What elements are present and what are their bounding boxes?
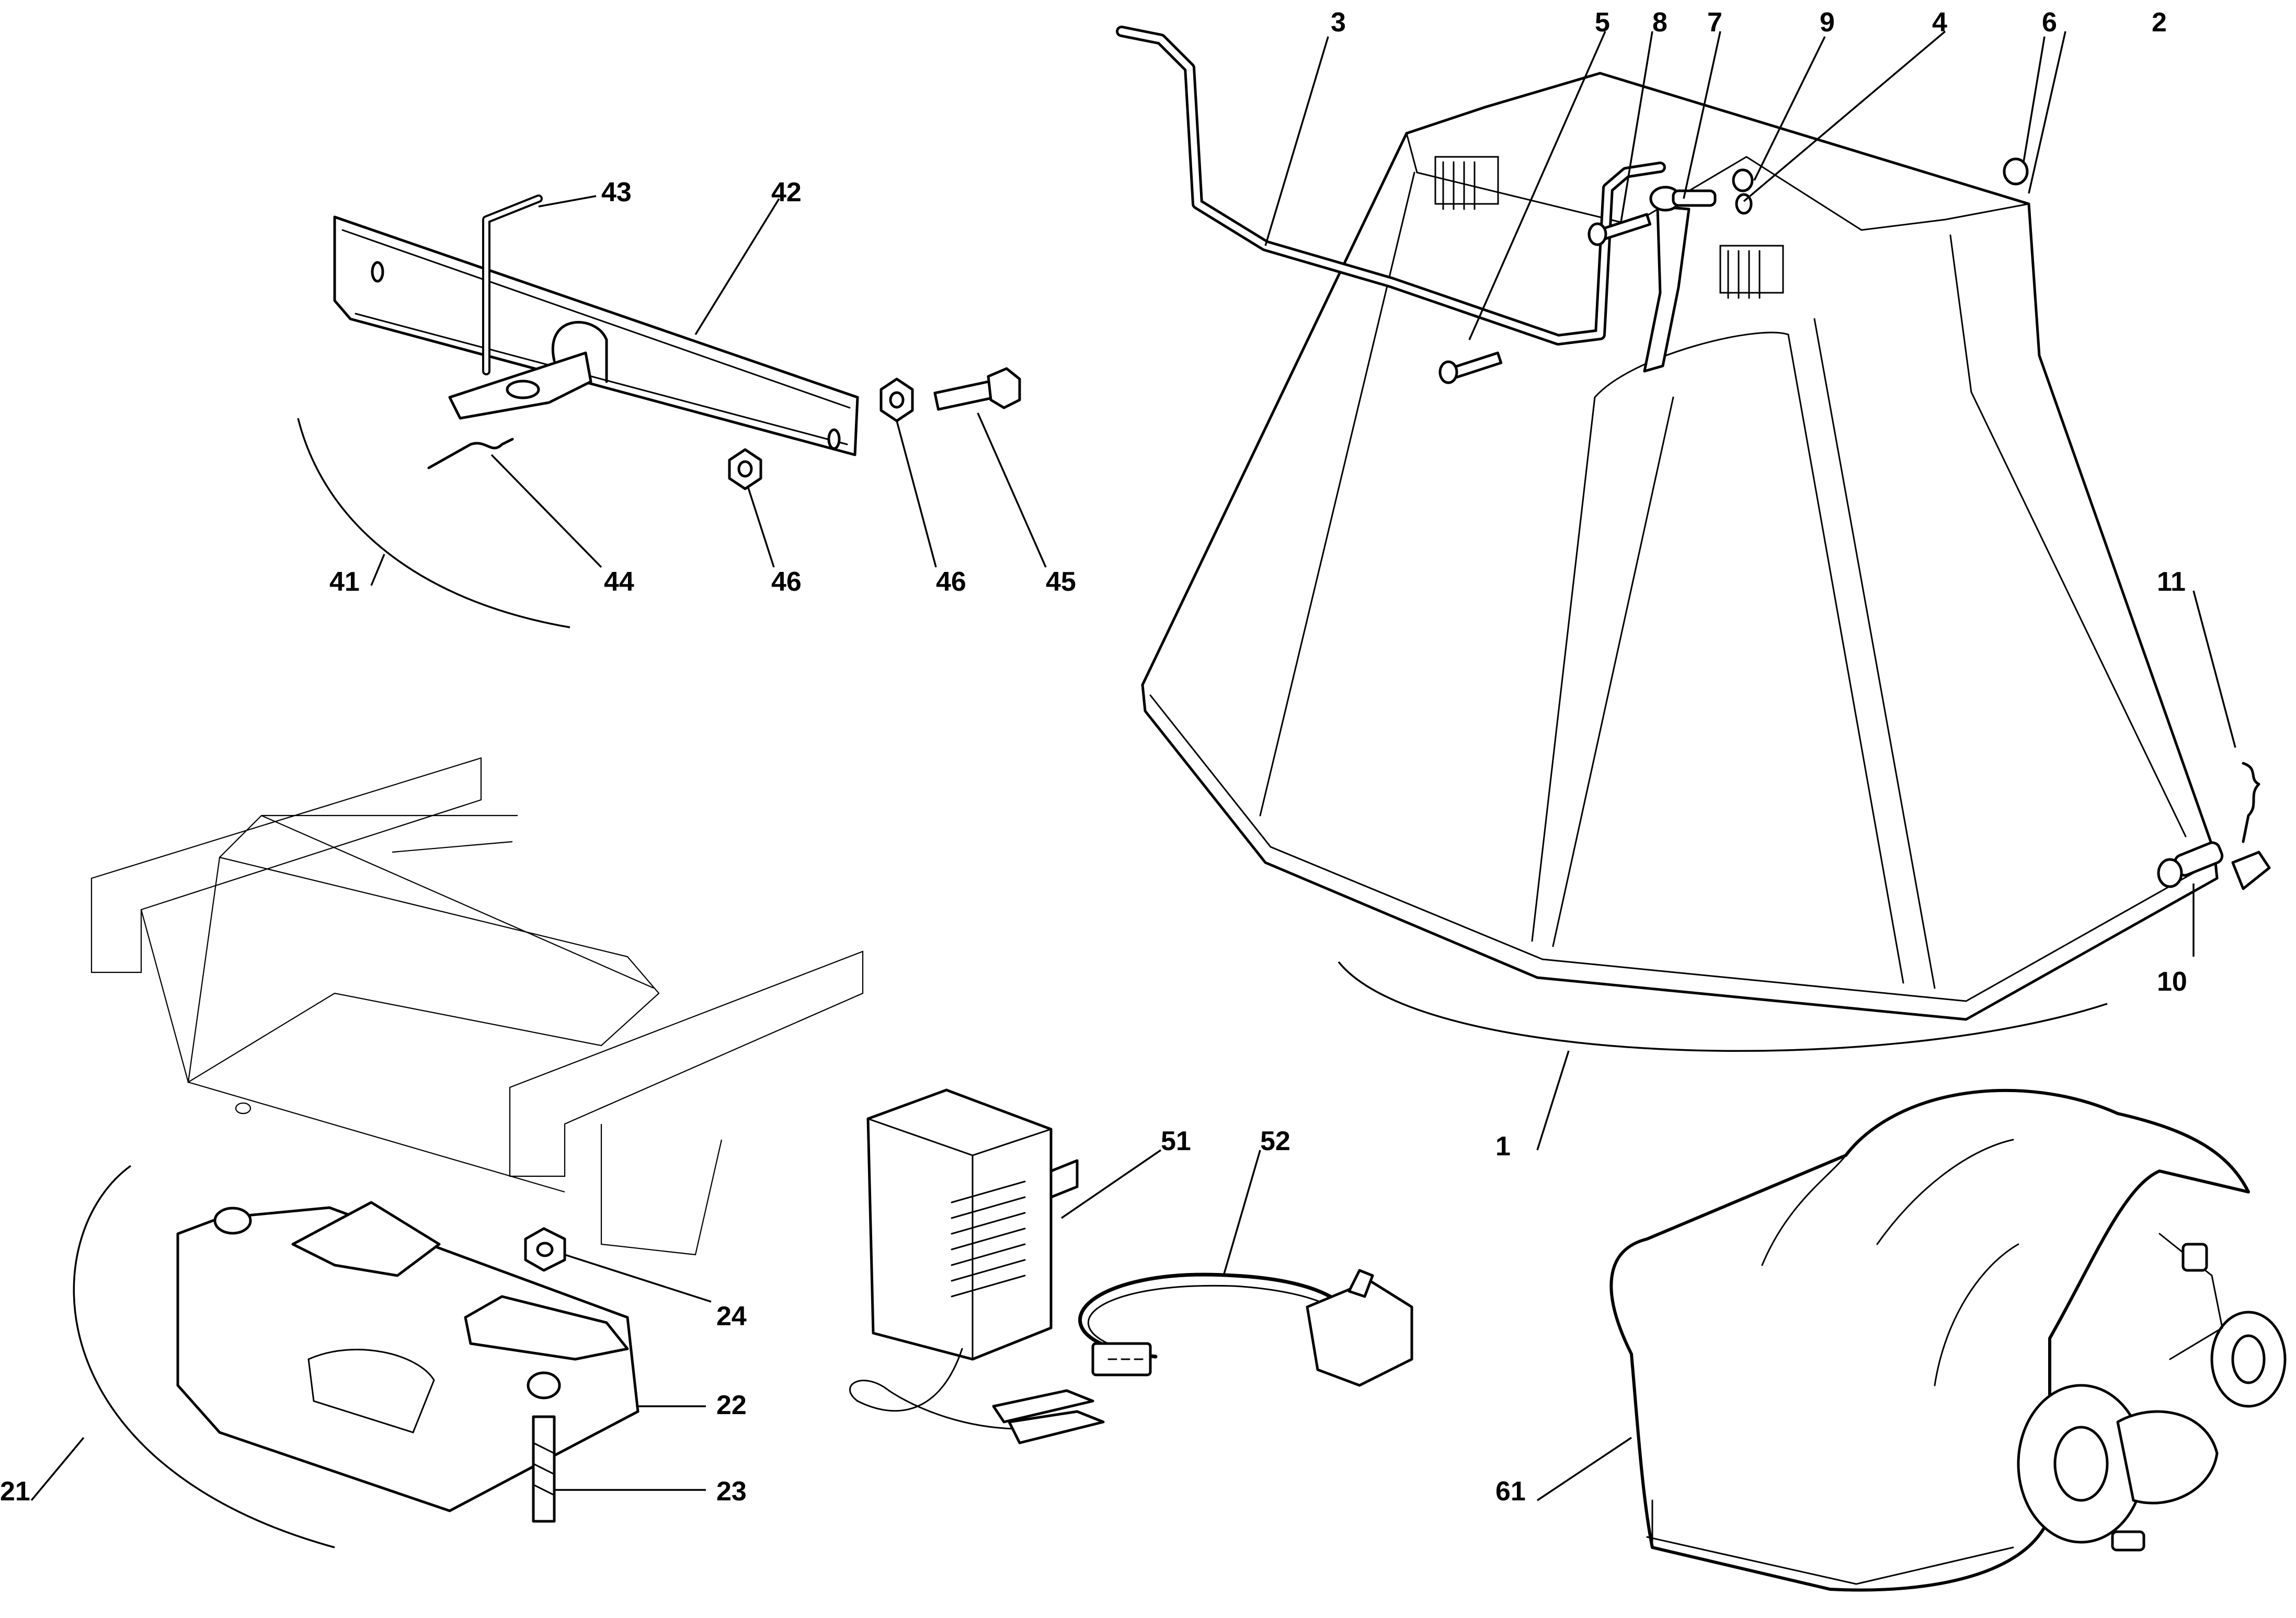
callout-8: 8: [1652, 7, 1667, 38]
grass-catcher-assembly: [1116, 26, 2271, 1052]
hinge-bracket: [1643, 205, 1690, 373]
battery-clip-black: [1008, 1410, 1105, 1444]
battery-charger-assembly: [849, 1088, 1413, 1444]
charger-transformer-51: [866, 1088, 1053, 1361]
nut-46-loose: [879, 377, 914, 422]
split-pin-11: [2242, 762, 2260, 843]
tow-bar-rail-top-edge: [341, 229, 851, 445]
callout-45: 45: [1046, 567, 1076, 597]
callout-46b: 46: [936, 567, 966, 597]
callout-2: 2: [2152, 7, 2167, 38]
tow-bar-rail: [333, 215, 859, 456]
tow-hitch-loop: [552, 320, 608, 383]
callout-41: 41: [329, 567, 360, 597]
ballast-weight-assembly: [73, 757, 864, 1548]
mains-plug: [1306, 1279, 1413, 1387]
bag-rib-mid-right: [1787, 334, 1904, 984]
nut-6: [2003, 157, 2029, 186]
weight-bracket: [464, 1295, 629, 1361]
callout-11: 11: [2157, 567, 2186, 597]
catcher-pivot-bracket: [2231, 851, 2271, 890]
bolt-8: [1587, 213, 1652, 246]
hinge-pin: [1672, 189, 1717, 207]
bolt-23: [527, 1371, 561, 1523]
rail-hole-left: [371, 261, 384, 283]
bag-bottom-rim: [1149, 694, 2213, 1002]
battery-clip-red: [992, 1389, 1094, 1424]
callout-1: 1: [1495, 1131, 1511, 1162]
bag-rib-right: [1813, 318, 1936, 989]
mower-cover-assembly: [1609, 1088, 2287, 1592]
nut-24: [524, 1227, 566, 1272]
callout-10: 10: [2157, 967, 2187, 997]
weight-boss: [213, 1207, 252, 1235]
nut-46-rail: [728, 448, 762, 490]
bag-rib-far-right: [1949, 234, 2187, 837]
callout-7: 7: [1707, 7, 1722, 38]
nut-9: [1732, 168, 1754, 192]
callout-4: 4: [1932, 7, 1947, 38]
charger-plug-prongs: [1049, 1159, 1079, 1199]
bag-rib-mid-left: [1531, 396, 1596, 942]
mower-cover-61: [1609, 1088, 2250, 1592]
assembly-bracket-arc-1: [1338, 961, 2108, 1052]
callout-46a: 46: [771, 567, 802, 597]
callout-labels: 3 5 8 7 9 4 6 2 11 10 1 43 42 41 44 46 4…: [0, 7, 2187, 1507]
charger-vents: [951, 1180, 1026, 1298]
pivot-pin-10: [2157, 841, 2224, 888]
spring-clip-44: [427, 438, 514, 469]
callout-44: 44: [604, 567, 634, 597]
assembly-bracket-arc-21: [73, 1165, 335, 1548]
bag-center-arch: [1594, 331, 1789, 398]
callout-42: 42: [771, 177, 802, 208]
callout-9: 9: [1820, 7, 1835, 38]
callout-leaders: [30, 30, 2236, 1501]
bag-rib-mid: [1552, 396, 1674, 947]
callout-61: 61: [1495, 1476, 1526, 1507]
chassis-outline: [90, 757, 864, 1256]
weight-top-bracket: [291, 1201, 441, 1277]
callout-5: 5: [1595, 7, 1610, 38]
callout-3: 3: [1331, 7, 1346, 38]
bag-vent-left: [1434, 156, 1499, 210]
tow-hitch-hole: [506, 380, 540, 399]
callout-43: 43: [601, 177, 632, 208]
tow-bar-assembly: [297, 194, 1021, 628]
catcher-handle-inner: [1118, 28, 1663, 343]
callout-52: 52: [1260, 1126, 1290, 1156]
callout-22: 22: [716, 1390, 747, 1420]
weight-recess: [307, 1349, 435, 1433]
charger-output-cable: [849, 1348, 1078, 1430]
callout-21: 21: [0, 1476, 30, 1507]
callout-6: 6: [2042, 7, 2057, 38]
callout-51: 51: [1161, 1126, 1191, 1156]
bolt-45: [933, 367, 1021, 411]
callout-23: 23: [716, 1476, 747, 1507]
bag-top-opening: [1406, 132, 2030, 231]
callout-24: 24: [716, 1301, 747, 1332]
bolt-5: [1438, 351, 1503, 384]
mower-deck: [2116, 1410, 2219, 1505]
assembly-bracket-arc-41: [297, 418, 570, 628]
bag-vent-right: [1719, 245, 1784, 299]
rail-hole-right: [827, 428, 841, 450]
